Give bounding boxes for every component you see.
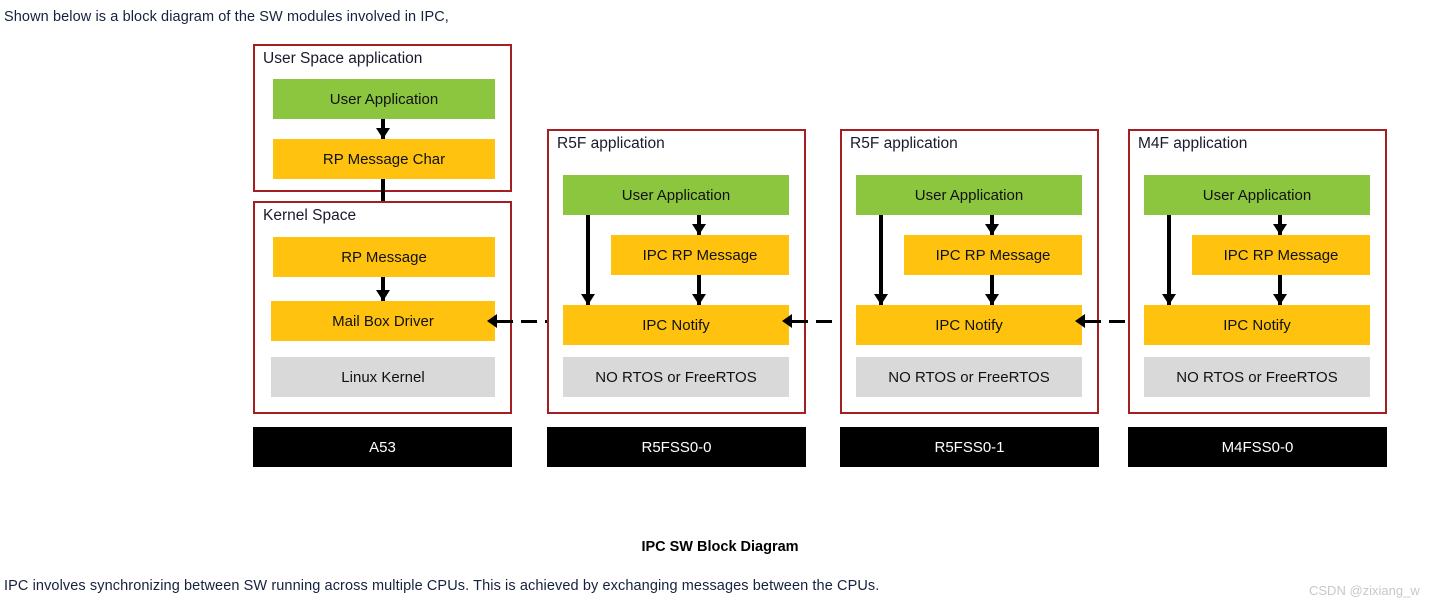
arrow-ipc-rp-message-to-ipc-notify-r5fss0-1 — [985, 275, 999, 305]
block-user-application-r5fss0-1: User Application — [856, 175, 1082, 215]
block-no-rtos-or-freertos-m4fss0-0: NO RTOS or FreeRTOS — [1144, 357, 1370, 397]
block-ipc-rp-message-r5fss0-0: IPC RP Message — [611, 235, 789, 275]
arrow-user-application-to-ipc-notify-m4fss0-0 — [1162, 215, 1176, 305]
arrow-user-application-to-ipc-rp-message-m4fss0-0 — [1273, 215, 1287, 235]
block-ipc-notify-r5fss0-1: IPC Notify — [856, 305, 1082, 345]
arrow-user-application-to-rp-message-char — [376, 119, 390, 139]
block-mail-box-driver: Mail Box Driver — [271, 301, 495, 341]
arrow-ipc-rp-message-to-ipc-notify-m4fss0-0 — [1273, 275, 1287, 305]
ipc-block-diagram: User Space application User Application … — [253, 44, 1387, 467]
block-rp-message: RP Message — [273, 237, 495, 277]
group-title-kernel-space: Kernel Space — [263, 207, 357, 224]
block-user-application-a53: User Application — [273, 79, 495, 119]
block-ipc-rp-message-m4fss0-0: IPC RP Message — [1192, 235, 1370, 275]
group-title-r5f-application-1: R5F application — [850, 135, 958, 152]
block-ipc-notify-r5fss0-0: IPC Notify — [563, 305, 789, 345]
block-no-rtos-or-freertos-r5fss0-0: NO RTOS or FreeRTOS — [563, 357, 789, 397]
block-ipc-notify-m4fss0-0: IPC Notify — [1144, 305, 1370, 345]
csdn-watermark: CSDN @zixiang_w — [1309, 583, 1420, 598]
block-no-rtos-or-freertos-r5fss0-1: NO RTOS or FreeRTOS — [856, 357, 1082, 397]
block-linux-kernel: Linux Kernel — [271, 357, 495, 397]
block-user-application-r5fss0-0: User Application — [563, 175, 789, 215]
diagram-caption: IPC SW Block Diagram — [641, 539, 799, 555]
arrow-user-application-to-ipc-notify-r5fss0-0 — [581, 215, 595, 305]
cpu-bar-r5fss0-0: R5FSS0-0 — [547, 427, 806, 467]
arrow-ipc-rp-message-to-ipc-notify-r5fss0-0 — [692, 275, 706, 305]
block-rp-message-char: RP Message Char — [273, 139, 495, 179]
arrow-rp-message-to-mail-box-driver — [376, 277, 390, 301]
cpu-bar-m4fss0-0: M4FSS0-0 — [1128, 427, 1387, 467]
block-user-application-m4fss0-0: User Application — [1144, 175, 1370, 215]
intro-text: Shown below is a block diagram of the SW… — [4, 9, 449, 25]
group-title-m4f-application: M4F application — [1138, 135, 1248, 152]
block-ipc-rp-message-r5fss0-1: IPC RP Message — [904, 235, 1082, 275]
cpu-bar-r5fss0-1: R5FSS0-1 — [840, 427, 1099, 467]
arrow-user-application-to-ipc-rp-message-r5fss0-1 — [985, 215, 999, 235]
footer-text: IPC involves synchronizing between SW ru… — [4, 578, 880, 594]
arrow-user-application-to-ipc-rp-message-r5fss0-0 — [692, 215, 706, 235]
group-title-r5f-application-0: R5F application — [557, 135, 665, 152]
arrow-user-application-to-ipc-notify-r5fss0-1 — [874, 215, 888, 305]
cpu-bar-a53: A53 — [253, 427, 512, 467]
group-title-user-space-application: User Space application — [263, 50, 423, 67]
